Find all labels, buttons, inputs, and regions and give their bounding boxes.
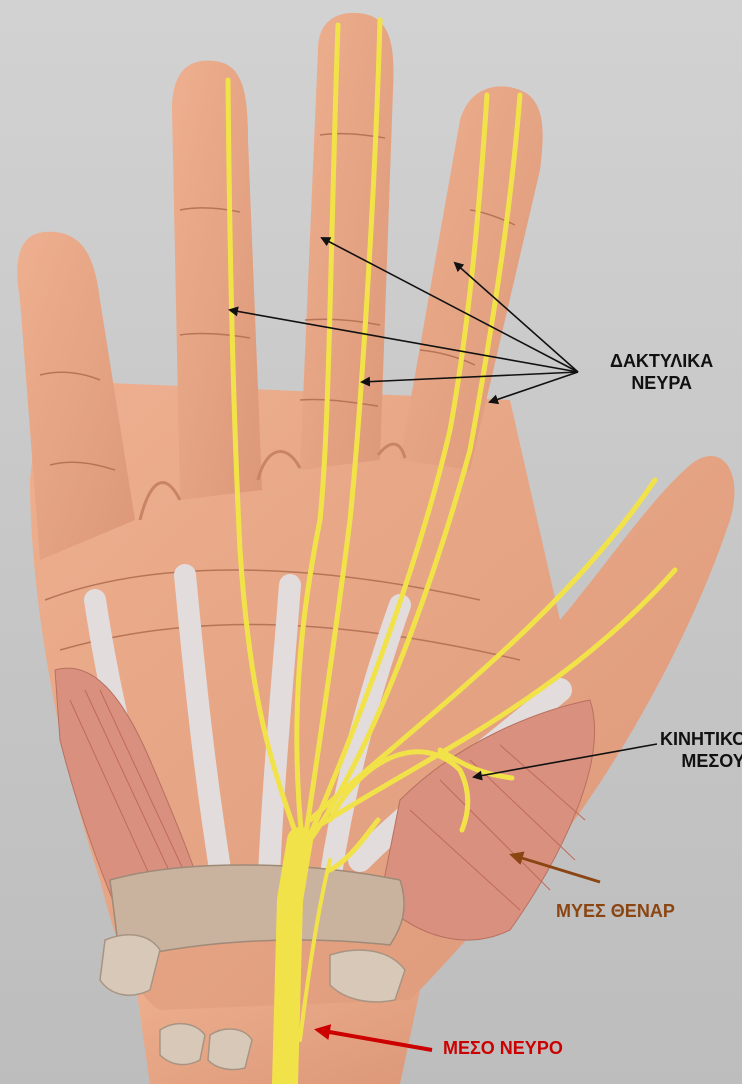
arrow-digital-3 xyxy=(230,310,578,372)
motor-branch-label-line1: ΚΙΝΗΤΙΚΟ xyxy=(660,728,742,750)
thenar-muscles-label: ΜΥΕΣ ΘΕΝΑΡ xyxy=(556,900,675,922)
median-nerve-label: ΜΕΣΟ ΝΕΥΡΟ xyxy=(443,1037,563,1059)
digital-nerves-arrows xyxy=(230,238,578,402)
motor-branch-label: ΚΙΝΗΤΙΚΟ ΜΕΣΟΥ xyxy=(660,728,742,772)
digital-nerves-label-line2: ΝΕΥΡΑ xyxy=(610,372,713,394)
digital-nerves-label-line1: ΔΑΚΤΥΛΙΚΑ xyxy=(610,350,713,372)
digital-nerves-label: ΔΑΚΤΥΛΙΚΑ ΝΕΥΡΑ xyxy=(610,350,713,394)
motor-branch-label-line2: ΜΕΣΟΥ xyxy=(680,750,742,772)
arrow-digital-5 xyxy=(490,372,578,402)
